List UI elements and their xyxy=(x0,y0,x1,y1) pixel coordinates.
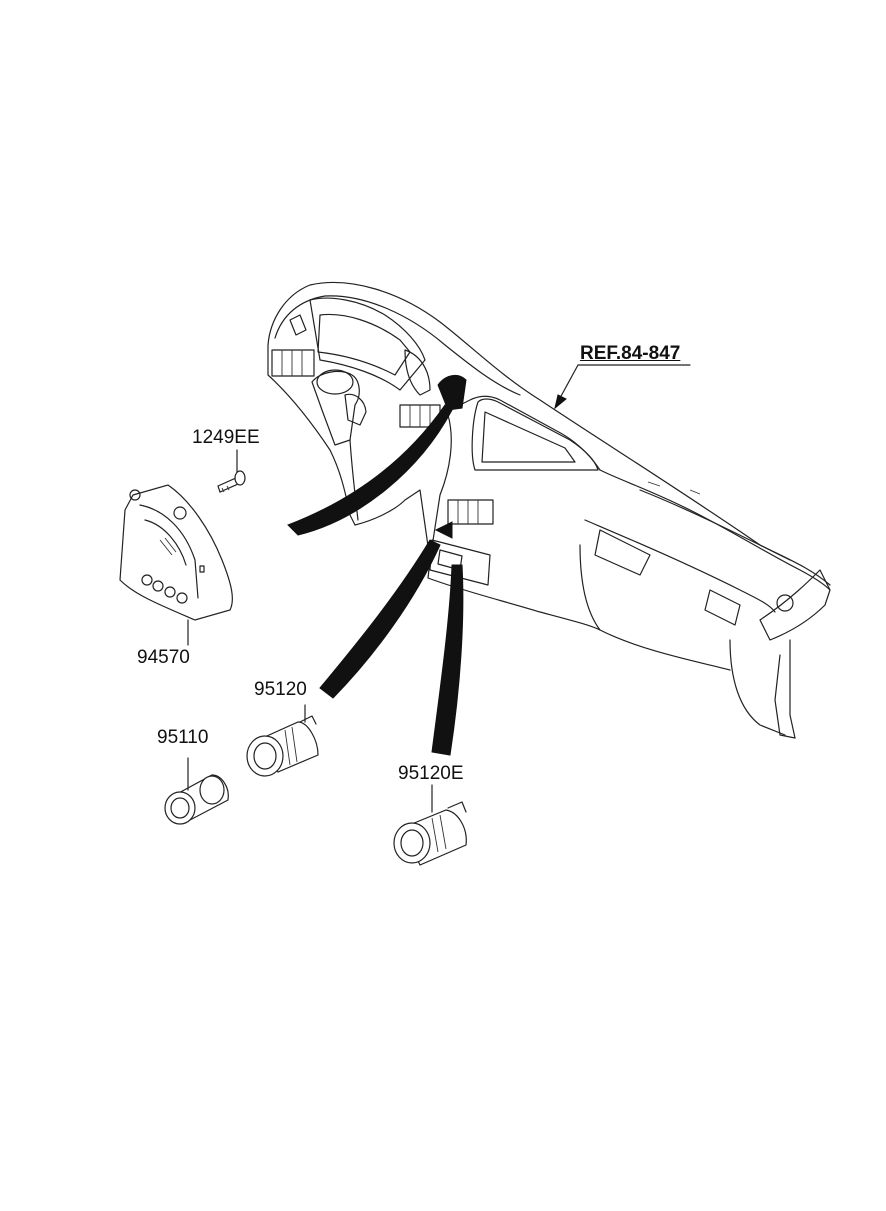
leader-arrows xyxy=(287,404,464,756)
ref-label: REF.84-847 xyxy=(580,343,681,364)
bolt-part-number: 1249EE xyxy=(192,427,260,448)
switch-panel-part xyxy=(119,484,233,646)
power-socket-part xyxy=(246,704,319,777)
ref-leader xyxy=(554,364,691,410)
power-socket-extra-part xyxy=(393,784,467,866)
screw-part xyxy=(217,449,246,493)
left-vent-block xyxy=(271,349,315,377)
socket-part-number: 95120 xyxy=(254,679,307,700)
panel-part-number: 94570 xyxy=(137,647,190,668)
center-vent-block xyxy=(399,404,494,525)
socket-extra-part-number: 95120E xyxy=(398,763,464,784)
dashboard-assembly xyxy=(267,281,831,739)
lighter-part xyxy=(164,757,229,825)
lighter-part-number: 95110 xyxy=(157,727,209,748)
